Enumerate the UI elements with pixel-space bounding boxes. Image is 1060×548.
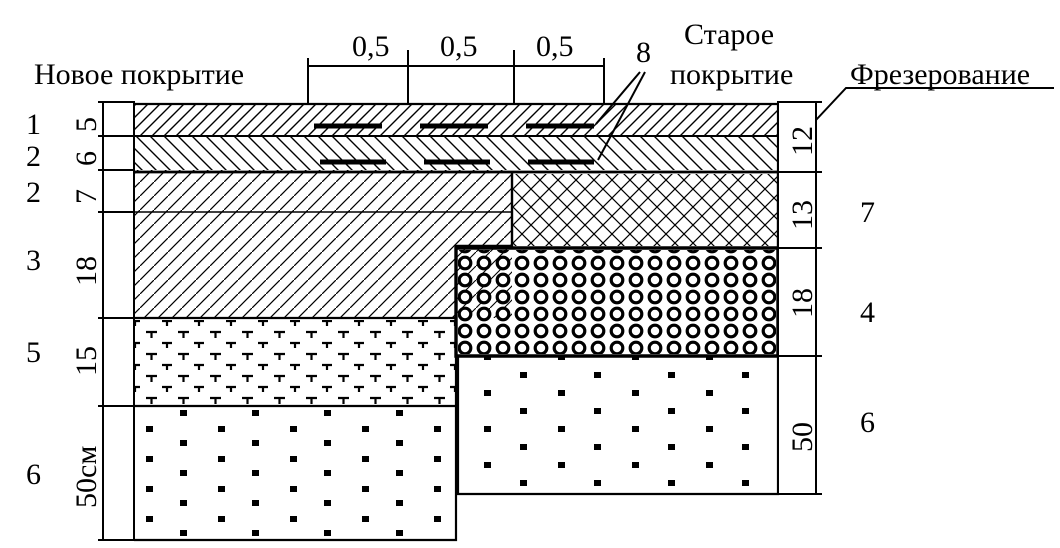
- layer-subgrade-left: [134, 408, 456, 538]
- left-thickness-3: 7: [70, 189, 103, 204]
- left-thickness-6: 50см: [70, 446, 103, 508]
- left-thickness-5: 15: [70, 346, 103, 376]
- old-coating-label-line2: покрытие: [670, 58, 793, 91]
- right-thickness-1: 12: [786, 126, 819, 156]
- left-dimension-strip: [98, 101, 135, 541]
- layer-sand-tees: [134, 320, 456, 406]
- left-layer-number-5: 5: [26, 336, 41, 369]
- left-layer-number-4: 3: [26, 244, 41, 277]
- left-layer-number-6: 6: [26, 458, 41, 491]
- spacing-label-3: 0,5: [536, 30, 574, 63]
- callout-8-lines: [595, 71, 646, 161]
- right-thickness-4: 50: [786, 422, 819, 452]
- layer-old-crosshatch: [512, 174, 777, 246]
- right-dimension-strip: [777, 101, 822, 495]
- layer-wearing-course: [134, 104, 777, 136]
- callout-8-label: 8: [636, 36, 651, 69]
- right-layer-number-2: 7: [860, 196, 875, 229]
- right-thickness-3: 18: [786, 288, 819, 318]
- layer-gravel: [458, 250, 776, 354]
- left-thickness-2: 6: [70, 151, 103, 166]
- old-coating-label-line1: Старое: [684, 18, 774, 51]
- left-layer-number-1: 1: [26, 108, 41, 141]
- milling-label: Фрезерование: [850, 58, 1030, 91]
- layer-binder-course: [134, 136, 777, 170]
- layer-subgrade-right: [458, 356, 776, 492]
- left-thickness-4: 18: [70, 256, 103, 286]
- new-coating-label: Новое покрытие: [34, 58, 244, 91]
- spacing-label-2: 0,5: [440, 30, 478, 63]
- top-spacing-dimension: [307, 50, 605, 104]
- right-layer-number-4: 6: [860, 406, 875, 439]
- marking-strips: [314, 123, 594, 165]
- right-layer-number-3: 4: [860, 296, 875, 329]
- layer-asphalt-base: [134, 170, 512, 318]
- left-layer-number-3: 2: [26, 176, 41, 209]
- left-layer-number-2: 2: [26, 140, 41, 173]
- left-thickness-1: 5: [70, 117, 103, 132]
- spacing-label-1: 0,5: [352, 30, 390, 63]
- right-thickness-2: 13: [786, 200, 819, 230]
- milling-leader: [815, 87, 1054, 121]
